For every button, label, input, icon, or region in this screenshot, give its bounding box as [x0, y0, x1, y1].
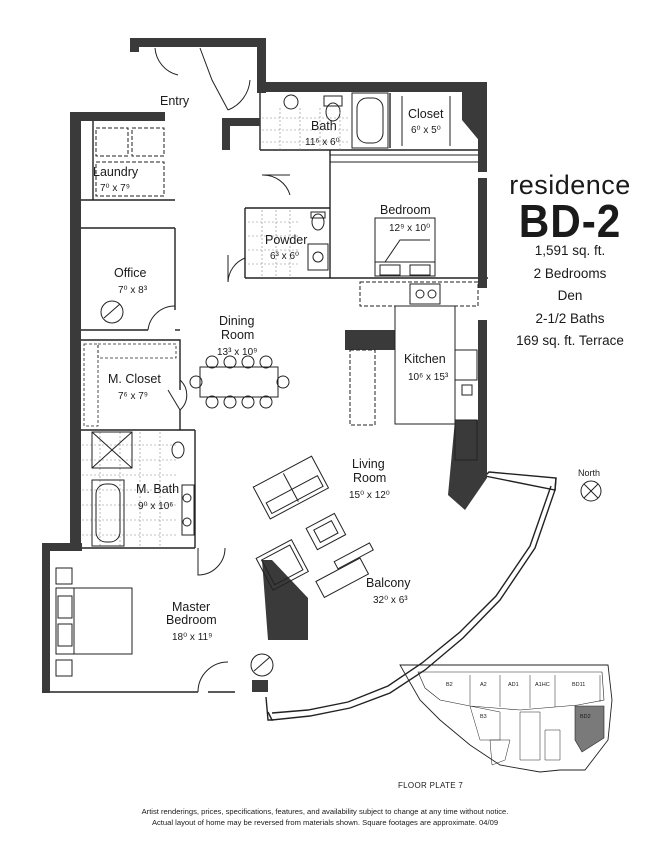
room-dim-mcloset: 7⁶ x 7⁹	[118, 391, 148, 402]
plate-unit-b3: B3	[480, 714, 487, 720]
floor-plate-map: B2 A2 AD1 A1HC BD11 B3 BD2	[399, 664, 613, 773]
room-dim-living: 15⁰ x 12⁰	[349, 490, 390, 501]
laundry-machines	[95, 127, 165, 197]
room-dim-mbath: 9⁰ x 10⁶	[138, 501, 173, 512]
floor-plate-label: FLOOR PLATE 7	[398, 781, 464, 790]
closet-shelves	[83, 343, 177, 427]
disclaimer-line-1: Artist renderings, prices, specification…	[141, 807, 509, 816]
plate-unit-ad1: AD1	[508, 682, 519, 688]
room-label-living-2: Room	[353, 471, 386, 485]
room-dim-kitchen: 10⁶ x 15³	[408, 372, 449, 383]
room-label-dining-2: Room	[221, 328, 254, 342]
tile-grids	[82, 108, 350, 546]
unit-stats: 1,591 sq. ft. 2 Bedrooms Den 2-1/2 Baths…	[500, 240, 640, 353]
room-dim-office: 7⁰ x 8³	[118, 285, 148, 296]
room-label-dining-1: Dining	[219, 314, 254, 328]
living-furniture	[252, 455, 374, 599]
room-dim-balcony: 32⁰ x 6³	[373, 595, 408, 606]
room-label-bedroom: Bedroom	[380, 203, 431, 217]
stat-sqft: 1,591 sq. ft.	[534, 243, 606, 258]
stat-den: Den	[557, 288, 583, 303]
disclaimer-line-2: Actual layout of home may be reversed fr…	[151, 818, 499, 827]
interior-lines	[45, 93, 488, 693]
compass-label: North	[578, 468, 601, 478]
room-label-mbath: M. Bath	[136, 482, 179, 496]
office-chair	[100, 300, 124, 324]
stat-bedrooms: 2 Bedrooms	[533, 265, 607, 281]
room-label-mcloset: M. Closet	[108, 372, 161, 386]
doors	[147, 47, 291, 693]
room-dim-closet: 6⁰ x 5⁰	[411, 125, 441, 136]
master-bath-fixtures	[91, 431, 195, 547]
bedroom-furniture	[330, 154, 478, 277]
room-label-closet: Closet	[408, 107, 444, 121]
plate-unit-b2: B2	[446, 682, 453, 688]
room-label-bath: Bath	[311, 119, 337, 133]
room-label-kitchen: Kitchen	[404, 352, 446, 366]
plate-unit-a2: A2	[480, 682, 487, 688]
room-dim-laundry: 7⁰ x 7⁹	[100, 183, 130, 194]
stat-baths: 2-1/2 Baths	[535, 310, 605, 326]
compass-icon	[580, 480, 602, 502]
room-dim-bedroom: 12⁹ x 10⁰	[389, 223, 430, 234]
powder-fixtures	[307, 211, 329, 271]
room-dim-dining: 13³ x 10⁹	[217, 347, 257, 358]
dining-table	[189, 355, 290, 409]
stat-terrace: 169 sq. ft. Terrace	[516, 333, 624, 348]
residence-prefix: residence	[509, 170, 631, 200]
residence-code: BD-2	[518, 195, 622, 247]
plate-unit-bd2: BD2	[580, 714, 591, 720]
room-label-master-1: Master	[172, 600, 210, 614]
plate-unit-a1hc: A1HC	[535, 682, 550, 688]
plate-unit-bd11: BD11	[572, 682, 585, 688]
room-label-living-1: Living	[352, 457, 385, 471]
exterior-walls	[42, 38, 487, 693]
room-label-balcony: Balcony	[366, 576, 411, 590]
kitchen-counters	[349, 281, 479, 461]
room-label-master-2: Bedroom	[166, 613, 217, 627]
room-label-office: Office	[114, 266, 146, 280]
room-dim-bath: 11⁶ x 6⁰	[305, 137, 340, 148]
bath-fixtures	[283, 92, 451, 149]
master-bed	[55, 567, 274, 677]
room-label-powder: Powder	[265, 233, 307, 247]
room-label-entry: Entry	[160, 94, 190, 108]
room-label-laundry: Laundry	[93, 165, 139, 179]
room-dim-powder: 6³ x 6⁰	[270, 251, 299, 262]
room-dim-master: 18⁰ x 11⁹	[172, 632, 212, 643]
